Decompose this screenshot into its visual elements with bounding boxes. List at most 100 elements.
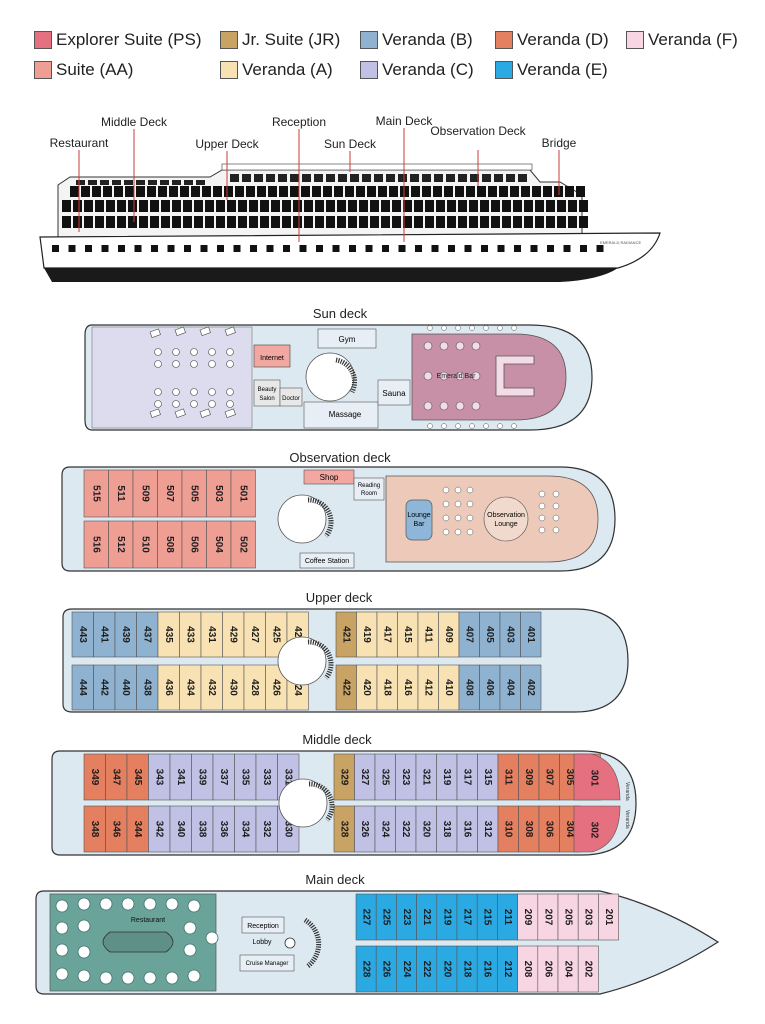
cabin-339[interactable]: 339: [191, 753, 214, 801]
cabin-443[interactable]: 443: [71, 611, 94, 658]
cabin-504[interactable]: 504: [206, 520, 232, 569]
cabin-512[interactable]: 512: [108, 520, 134, 569]
cabin-415[interactable]: 415: [397, 611, 419, 658]
cabin-216[interactable]: 216: [476, 945, 498, 993]
cabin-218[interactable]: 218: [456, 945, 478, 993]
cabin-509[interactable]: 509: [132, 469, 158, 518]
cabin-344[interactable]: 344: [126, 805, 149, 853]
cabin-503[interactable]: 503: [206, 469, 232, 518]
cabin-312[interactable]: 312: [477, 805, 499, 853]
cabin-227[interactable]: 227: [355, 893, 377, 941]
cabin-315[interactable]: 315: [477, 753, 499, 801]
cabin-328[interactable]: 328: [333, 805, 355, 853]
cabin-401[interactable]: 401: [520, 611, 542, 658]
cabin-341[interactable]: 341: [169, 753, 192, 801]
cabin-319[interactable]: 319: [436, 753, 458, 801]
cabin-327[interactable]: 327: [354, 753, 376, 801]
cabin-511[interactable]: 511: [108, 469, 134, 518]
cabin-217[interactable]: 217: [456, 893, 478, 941]
cabin-422[interactable]: 422: [335, 664, 357, 711]
cabin-435[interactable]: 435: [157, 611, 180, 658]
cabin-406[interactable]: 406: [479, 664, 501, 711]
cabin-318[interactable]: 318: [436, 805, 458, 853]
cabin-346[interactable]: 346: [105, 805, 128, 853]
cabin-308[interactable]: 308: [518, 805, 540, 853]
cabin-429[interactable]: 429: [222, 611, 245, 658]
cabin-410[interactable]: 410: [438, 664, 460, 711]
cabin-501[interactable]: 501: [230, 469, 256, 518]
cabin-420[interactable]: 420: [356, 664, 378, 711]
cabin-342[interactable]: 342: [148, 805, 171, 853]
cabin-329[interactable]: 329: [333, 753, 355, 801]
cabin-508[interactable]: 508: [157, 520, 183, 569]
cabin-340[interactable]: 340: [169, 805, 192, 853]
cabin-202[interactable]: 202: [577, 945, 599, 993]
cabin-431[interactable]: 431: [200, 611, 223, 658]
cabin-419[interactable]: 419: [356, 611, 378, 658]
cabin-505[interactable]: 505: [181, 469, 207, 518]
cabin-338[interactable]: 338: [191, 805, 214, 853]
cabin-215[interactable]: 215: [476, 893, 498, 941]
cabin-506[interactable]: 506: [181, 520, 207, 569]
cabin-322[interactable]: 322: [395, 805, 417, 853]
cabin-223[interactable]: 223: [396, 893, 417, 941]
cabin-438[interactable]: 438: [136, 664, 159, 711]
cabin-317[interactable]: 317: [456, 753, 478, 801]
cabin-418[interactable]: 418: [376, 664, 398, 711]
cabin-302[interactable]: 302: [573, 805, 621, 853]
cabin-204[interactable]: 204: [557, 945, 579, 993]
cabin-226[interactable]: 226: [375, 945, 397, 993]
cabin-203[interactable]: 203: [577, 893, 599, 941]
cabin-320[interactable]: 320: [415, 805, 437, 853]
cabin-321[interactable]: 321: [415, 753, 437, 801]
cabin-211[interactable]: 211: [497, 893, 518, 941]
cabin-326[interactable]: 326: [354, 805, 376, 853]
cabin-201[interactable]: 201: [598, 893, 619, 941]
cabin-502[interactable]: 502: [230, 520, 256, 569]
cabin-444[interactable]: 444: [71, 664, 94, 711]
cabin-337[interactable]: 337: [212, 753, 235, 801]
cabin-309[interactable]: 309: [518, 753, 540, 801]
cabin-515[interactable]: 515: [83, 469, 109, 518]
cabin-224[interactable]: 224: [396, 945, 417, 993]
cabin-336[interactable]: 336: [212, 805, 235, 853]
cabin-402[interactable]: 402: [520, 664, 542, 711]
cabin-219[interactable]: 219: [436, 893, 458, 941]
cabin-409[interactable]: 409: [438, 611, 460, 658]
cabin-301[interactable]: 301: [573, 753, 621, 801]
cabin-427[interactable]: 427: [243, 611, 266, 658]
cabin-432[interactable]: 432: [200, 664, 223, 711]
cabin-335[interactable]: 335: [234, 753, 257, 801]
cabin-433[interactable]: 433: [179, 611, 202, 658]
cabin-421[interactable]: 421: [335, 611, 357, 658]
cabin-220[interactable]: 220: [436, 945, 458, 993]
cabin-205[interactable]: 205: [557, 893, 579, 941]
cabin-207[interactable]: 207: [537, 893, 559, 941]
cabin-347[interactable]: 347: [105, 753, 128, 801]
cabin-416[interactable]: 416: [397, 664, 419, 711]
cabin-507[interactable]: 507: [157, 469, 183, 518]
cabin-510[interactable]: 510: [132, 520, 158, 569]
cabin-333[interactable]: 333: [255, 753, 278, 801]
cabin-332[interactable]: 332: [255, 805, 278, 853]
cabin-209[interactable]: 209: [517, 893, 539, 941]
cabin-411[interactable]: 411: [417, 611, 439, 658]
cabin-439[interactable]: 439: [114, 611, 137, 658]
cabin-440[interactable]: 440: [114, 664, 137, 711]
cabin-225[interactable]: 225: [375, 893, 397, 941]
cabin-405[interactable]: 405: [479, 611, 501, 658]
cabin-436[interactable]: 436: [157, 664, 180, 711]
cabin-316[interactable]: 316: [456, 805, 478, 853]
cabin-434[interactable]: 434: [179, 664, 202, 711]
cabin-307[interactable]: 307: [538, 753, 560, 801]
cabin-345[interactable]: 345: [126, 753, 149, 801]
cabin-310[interactable]: 310: [497, 805, 519, 853]
cabin-442[interactable]: 442: [93, 664, 116, 711]
cabin-324[interactable]: 324: [374, 805, 396, 853]
cabin-349[interactable]: 349: [83, 753, 106, 801]
cabin-417[interactable]: 417: [376, 611, 398, 658]
cabin-441[interactable]: 441: [93, 611, 116, 658]
cabin-430[interactable]: 430: [222, 664, 245, 711]
cabin-311[interactable]: 311: [497, 753, 519, 801]
cabin-408[interactable]: 408: [458, 664, 480, 711]
